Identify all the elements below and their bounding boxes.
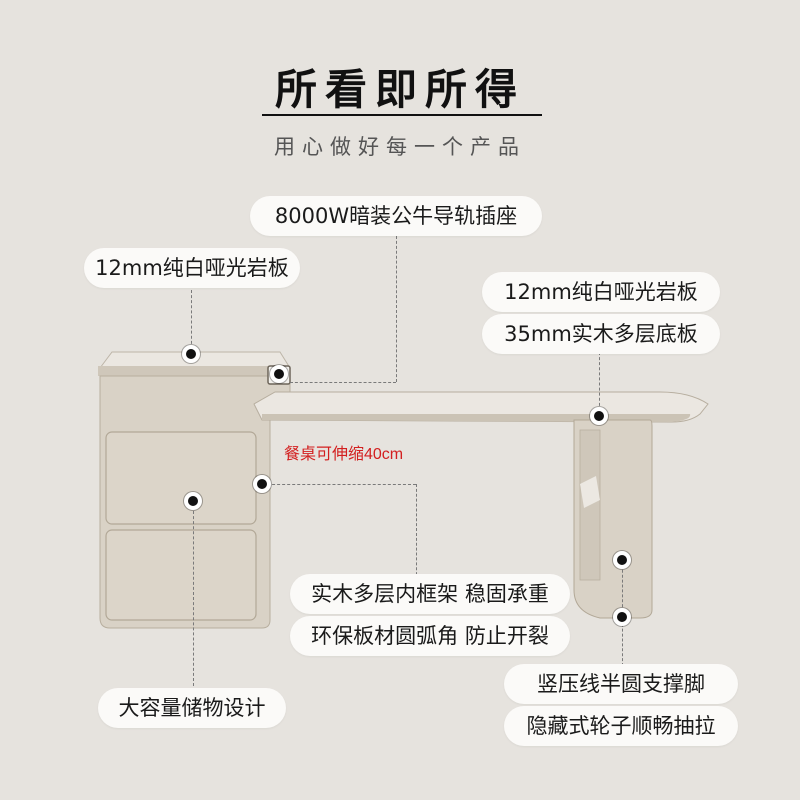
- callout-base-board: 35mm实木多层底板: [482, 314, 720, 354]
- callout-left-top-board: 12mm纯白哑光岩板: [84, 248, 300, 288]
- cabinet-drawer-upper: [105, 431, 257, 525]
- callout-storage: 大容量储物设计: [98, 688, 286, 728]
- callout-socket: 8000W暗装公牛导轨插座: [250, 196, 542, 236]
- title-underline: [262, 114, 542, 116]
- marker-table-top: [590, 407, 608, 425]
- cabinet-drawer-lower: [105, 529, 257, 621]
- page-title: 所看即所得: [274, 65, 525, 114]
- leader-frame-v: [416, 484, 417, 580]
- extend-note: 餐桌可伸缩40cm: [284, 446, 404, 463]
- marker-inner-frame: [253, 475, 271, 493]
- marker-socket: [270, 365, 288, 383]
- callout-wheels: 隐藏式轮子顺畅抽拉: [504, 706, 738, 746]
- callout-right-top-board: 12mm纯白哑光岩板: [482, 272, 720, 312]
- leader-left-top: [191, 290, 192, 354]
- callout-inner-frame: 实木多层内框架 稳固承重: [290, 574, 570, 614]
- callout-leg: 竖压线半圆支撑脚: [504, 664, 738, 704]
- marker-wheels: [613, 608, 631, 626]
- leader-frame-h: [262, 484, 416, 485]
- leader-socket-h: [290, 382, 396, 383]
- leader-right-top: [599, 352, 600, 416]
- marker-storage: [184, 492, 202, 510]
- cabinet-top-edge: [98, 366, 290, 376]
- leader-socket-v: [396, 236, 397, 382]
- table-leg-bracket: [580, 476, 600, 508]
- marker-leg: [613, 551, 631, 569]
- marker-cabinet-top: [182, 345, 200, 363]
- callout-rounded-corners: 环保板材圆弧角 防止开裂: [290, 616, 570, 656]
- leader-storage: [193, 506, 194, 686]
- page-subtitle: 用心做好每一个产品: [274, 135, 526, 159]
